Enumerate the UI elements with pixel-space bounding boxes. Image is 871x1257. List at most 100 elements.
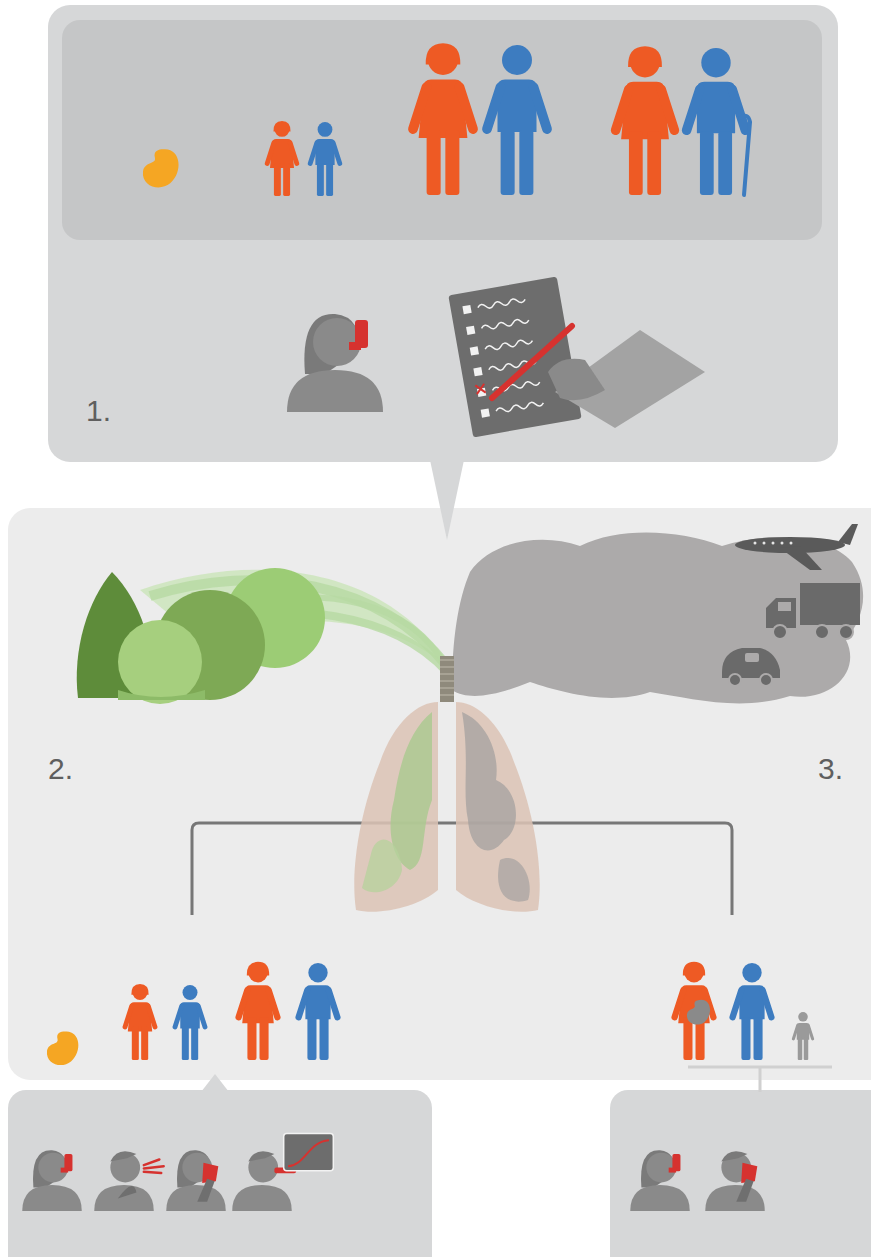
top-panel <box>48 5 838 462</box>
questionnaire <box>448 277 581 438</box>
leg <box>132 1027 139 1061</box>
smoke-patch <box>462 712 516 850</box>
cough-line <box>144 1160 160 1166</box>
shoulders <box>287 370 383 412</box>
cough-line <box>144 1166 164 1168</box>
bottom-right-panel <box>610 1090 871 1257</box>
inhaler-mouthpiece <box>669 1168 676 1173</box>
window <box>781 542 784 545</box>
leg <box>274 163 281 196</box>
head <box>742 963 761 982</box>
head <box>502 45 532 75</box>
hair <box>248 1151 274 1161</box>
leg <box>283 163 290 196</box>
text-scribble <box>485 338 533 351</box>
arm <box>125 1006 132 1027</box>
head <box>701 48 730 77</box>
cab-window <box>778 602 791 611</box>
woman-figure <box>413 43 473 195</box>
cab <box>766 598 796 628</box>
hair <box>110 1151 136 1161</box>
leg <box>191 1027 198 1061</box>
tail <box>838 524 858 545</box>
airplane <box>735 524 858 570</box>
cough-line <box>144 1172 161 1173</box>
trachea-ring <box>440 673 454 674</box>
inhaler-icon <box>287 314 383 412</box>
group-three <box>675 962 813 1060</box>
left-lung <box>354 702 438 912</box>
trachea <box>440 656 454 702</box>
leg <box>798 1038 802 1060</box>
chart-screen <box>284 1134 334 1171</box>
hair <box>131 984 148 995</box>
head <box>646 1153 676 1183</box>
arm <box>675 990 684 1017</box>
wheel <box>815 625 829 639</box>
child-figure <box>793 1012 812 1060</box>
leg <box>317 163 324 196</box>
callout-number: 1. <box>86 394 111 427</box>
population-box <box>62 20 822 240</box>
family-bracket <box>688 1067 832 1092</box>
hair <box>683 962 705 976</box>
symptom-icons <box>22 1134 333 1212</box>
shoulders <box>22 1185 82 1211</box>
checkbox <box>473 367 482 376</box>
checkbox <box>466 326 475 335</box>
leg <box>247 1017 256 1060</box>
arm <box>413 87 427 129</box>
hair <box>426 43 461 64</box>
arm <box>198 1006 205 1027</box>
green-patch <box>362 840 402 893</box>
inhaler-mouthpiece <box>61 1168 68 1173</box>
tissue-icon <box>166 1150 226 1211</box>
arm <box>310 143 317 164</box>
girl-figure <box>125 984 155 1060</box>
leg <box>647 131 661 195</box>
arm <box>175 1006 182 1027</box>
hair <box>273 121 290 132</box>
text-scribble <box>481 318 529 331</box>
head <box>38 1153 68 1183</box>
inhaler-mouthpiece <box>349 342 361 350</box>
cargo <box>800 583 860 625</box>
population-group <box>143 43 750 196</box>
fetus-figure <box>47 1031 79 1065</box>
arm <box>793 1025 797 1038</box>
lungs <box>354 656 539 912</box>
spirometry-icon <box>232 1134 333 1212</box>
panel-pointer <box>430 460 464 540</box>
leg <box>741 1017 750 1060</box>
car-body <box>722 648 780 678</box>
arm <box>687 89 700 130</box>
window <box>763 542 766 545</box>
window <box>790 542 793 545</box>
arm <box>239 990 248 1017</box>
leg <box>629 131 643 195</box>
symptom-icons <box>630 1150 765 1211</box>
leg <box>427 130 441 195</box>
hair <box>628 46 662 67</box>
arm <box>487 87 501 129</box>
environment-group <box>77 524 863 704</box>
arm <box>267 143 274 164</box>
window <box>754 542 757 545</box>
shoulders <box>705 1185 765 1211</box>
shoulders <box>94 1185 154 1211</box>
bottom-left-panel <box>8 1090 432 1257</box>
fetus-figure <box>687 1000 710 1025</box>
arm <box>148 1006 155 1027</box>
fetus-figure <box>143 149 179 187</box>
car <box>722 648 780 686</box>
leg <box>326 163 333 196</box>
checkbox <box>481 408 490 417</box>
arm <box>661 89 674 130</box>
elderly-woman-figure <box>616 46 675 195</box>
arm <box>333 143 340 164</box>
hand <box>197 1179 214 1202</box>
trachea-ring <box>440 694 454 695</box>
hair <box>721 1151 747 1161</box>
leg <box>804 1038 808 1060</box>
